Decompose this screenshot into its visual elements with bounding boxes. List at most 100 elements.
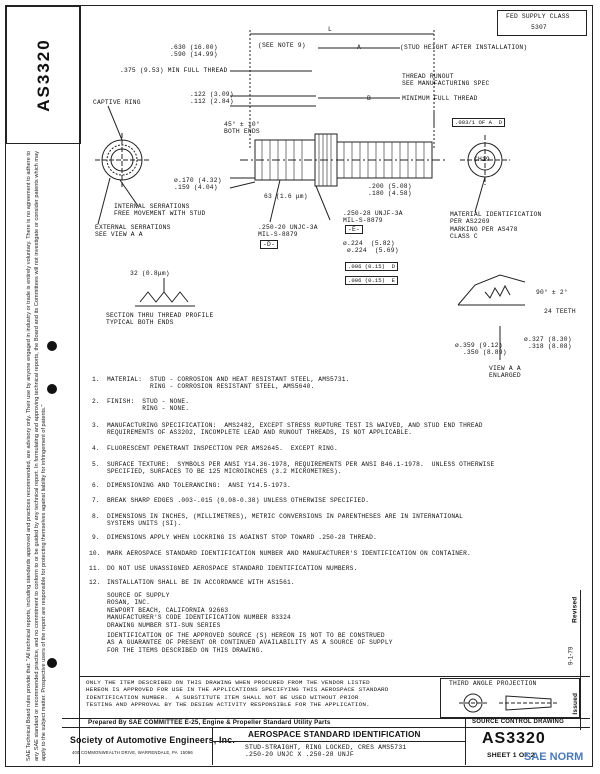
ch-label: CH19 (474, 156, 490, 163)
dim-327: ø.327 (8.30) .318 (8.08) (524, 336, 572, 351)
leader-dia-159 (229, 181, 256, 189)
dim-200: .200 (5.08) .180 (4.58) (368, 183, 412, 198)
datum-D: -D- (260, 240, 278, 250)
fcf-mid2: .006 (0.15) E (345, 276, 398, 285)
dia-170: ø.170 (4.32) .159 (4.04) (174, 177, 222, 192)
note-num: 1. (92, 376, 100, 383)
side-doc-number-box: AS3320 (6, 6, 81, 144)
external-serrations-label: EXTERNAL SERRATIONS SEE VIEW A A (95, 224, 171, 239)
end-view-inner (110, 148, 134, 172)
fcf-mid1: .006 (0.15) D (345, 262, 398, 271)
leader-external (97, 177, 111, 225)
note-num: 8. (92, 513, 100, 520)
identification-disclaimer: IDENTIFICATION OF THE APPROVED SOURCE (S… (107, 632, 393, 654)
captive-ring-label: CAPTIVE RING (93, 99, 141, 106)
note-text: BREAK SHARP EDGES .003-.015 (0.08-0.38) … (107, 497, 370, 504)
note-num: 6. (92, 482, 100, 489)
view-aa-arc (457, 274, 526, 306)
leader-250-28 (315, 185, 331, 221)
see-note-9: (SEE NOTE 9) (258, 42, 306, 49)
title-block-divider-2 (465, 718, 466, 765)
sheet-label: SHEET 1 OF 2 (487, 752, 535, 759)
note-text: DIMENSIONING AND TOLERANCING: ANSI Y14.5… (107, 482, 291, 489)
footer-top-rule (80, 676, 590, 677)
side-dot-3 (47, 658, 57, 668)
third-angle-box: THIRD ANGLE PROJECTION (440, 678, 580, 718)
fcf-top: .003/1 OF A D (452, 118, 505, 127)
side-dot-1 (47, 341, 57, 351)
dia-224: ø.224 (5.82) ø.224 (5.69) (343, 240, 399, 255)
note-num: 5. (92, 461, 100, 468)
note-text: DIMENSIONS APPLY WHEN LOCKRING IS AGAINS… (107, 534, 378, 541)
stud-height-label: (STUD HEIGHT AFTER INSTALLATION) (400, 44, 528, 51)
issued-date: 9-1-79 (568, 646, 575, 665)
doc-number-title: AS3320 (482, 730, 546, 747)
title-block-mid (62, 727, 590, 728)
side-doc-number: AS3320 (33, 38, 53, 112)
third-angle-label: THIRD ANGLE PROJECTION (449, 680, 537, 687)
thread-profile (139, 291, 189, 303)
note-text: SURFACE TEXTURE: SYMBOLS PER ANSI Y14.36… (107, 461, 495, 476)
drawing-frame (5, 5, 593, 767)
teeth-24: 24 TEETH (544, 308, 576, 315)
note-num: 4. (92, 445, 100, 452)
society-address: 400 COMMONWEALTH DRIVE, WARRENDALE, PA 1… (72, 750, 193, 755)
note-num: 10. (89, 550, 101, 557)
title-block-top (62, 718, 590, 719)
thread-250-28: .250-28 UNJF-3A MIL-S-8879 (343, 210, 403, 225)
note-text: FINISH: STUD - NONE. RING - NONE. (107, 398, 190, 413)
title-block-divider-1 (212, 727, 213, 765)
watermark-text: SAE NORM (524, 751, 584, 763)
side-divider (79, 6, 80, 764)
min-full-thread: MINIMUM FULL THREAD (402, 95, 478, 102)
society-name: Society of Automotive Engineers, Inc. (70, 735, 235, 745)
note-text: MATERIAL: STUD - CORROSION AND HEAT RESI… (107, 376, 350, 391)
angle-63: 63 (1.6 μm) (264, 193, 308, 200)
note-num: 11. (89, 565, 101, 572)
stud-drawing (95, 30, 526, 360)
right-margin-line (580, 590, 581, 730)
datum-E: -E- (345, 225, 363, 235)
title-main-rule (212, 741, 465, 742)
revised-label: Revised (571, 596, 579, 623)
dim-359: ø.359 (9.12) .350 (8.89) (455, 342, 507, 357)
side-notice: SAE Technical Board rules provide that: … (17, 148, 57, 764)
chamfer-label: 45° ± 10° BOTH ENDS (224, 121, 260, 136)
note-num: 3. (92, 422, 100, 429)
roughness-32: 32 (0.8μm) (130, 270, 170, 277)
note-num: 9. (92, 534, 100, 541)
side-dot-2 (47, 384, 57, 394)
title-description: STUD-STRAIGHT, RING LOCKED, CRES AMS5731… (245, 744, 407, 759)
note-text: INSTALLATION SHALL BE IN ACCORDANCE WITH… (107, 579, 295, 586)
end-view-outer (101, 139, 143, 181)
title-main: AEROSPACE STANDARD IDENTIFICATION (248, 730, 421, 739)
fsc-label: FED SUPPLY CLASS (506, 13, 570, 20)
internal-serrations-label: INTERNAL SERRATIONS FREE MOVEMENT WITH S… (114, 203, 206, 218)
note-num: 2. (92, 398, 100, 405)
fsc-value: 5307 (531, 24, 547, 31)
note-text: MARK AEROSPACE STANDARD IDENTIFICATION N… (107, 550, 471, 557)
leader-internal (119, 179, 139, 207)
view-aa-label: VIEW A A ENLARGED (489, 365, 521, 380)
thread-250-20: .250-20 UNJC-3A MIL-S-8879 (258, 224, 318, 239)
leader-captive-ring (107, 105, 123, 141)
note-text: DIMENSIONS IN INCHES, (MILLIMETRES), MET… (107, 513, 464, 528)
source-control-label: SOURCE CONTROL DRAWING (472, 719, 564, 725)
note-text: DO NOT USE UNASSIGNED AEROSPACE STANDARD… (107, 565, 358, 572)
dim-122: .122 (3.09) .112 (2.84) (190, 91, 234, 106)
note-num: 7. (92, 497, 100, 504)
section-thru-label: SECTION THRU THREAD PROFILE TYPICAL BOTH… (106, 312, 214, 327)
label-A: A (357, 44, 361, 51)
footer-approval-note: ONLY THE ITEM DESCRIBED ON THIS DRAWING … (86, 679, 389, 709)
note-text: FLUORESCENT PENETRANT INSPECTION PER AMS… (107, 445, 338, 452)
note-text: MANUFACTURING SPECIFICATION: AMS2482, EX… (107, 422, 483, 437)
angle-90: 90° ± 2° (536, 289, 568, 296)
dim-630: .630 (16.00) .590 (14.99) (170, 44, 218, 59)
label-L: L (328, 26, 332, 33)
projection-symbol (459, 693, 559, 713)
prepared-by: Prepared By SAE COMMITTEE E-25, Engine &… (88, 719, 331, 726)
leader-mat-ident (474, 176, 486, 213)
material-ident-label: MATERIAL IDENTIFICATION PER AS2269 MARKI… (450, 211, 542, 241)
leader-250-20 (269, 179, 281, 223)
side-notice-text: SAE Technical Board rules provide that: … (25, 151, 47, 761)
